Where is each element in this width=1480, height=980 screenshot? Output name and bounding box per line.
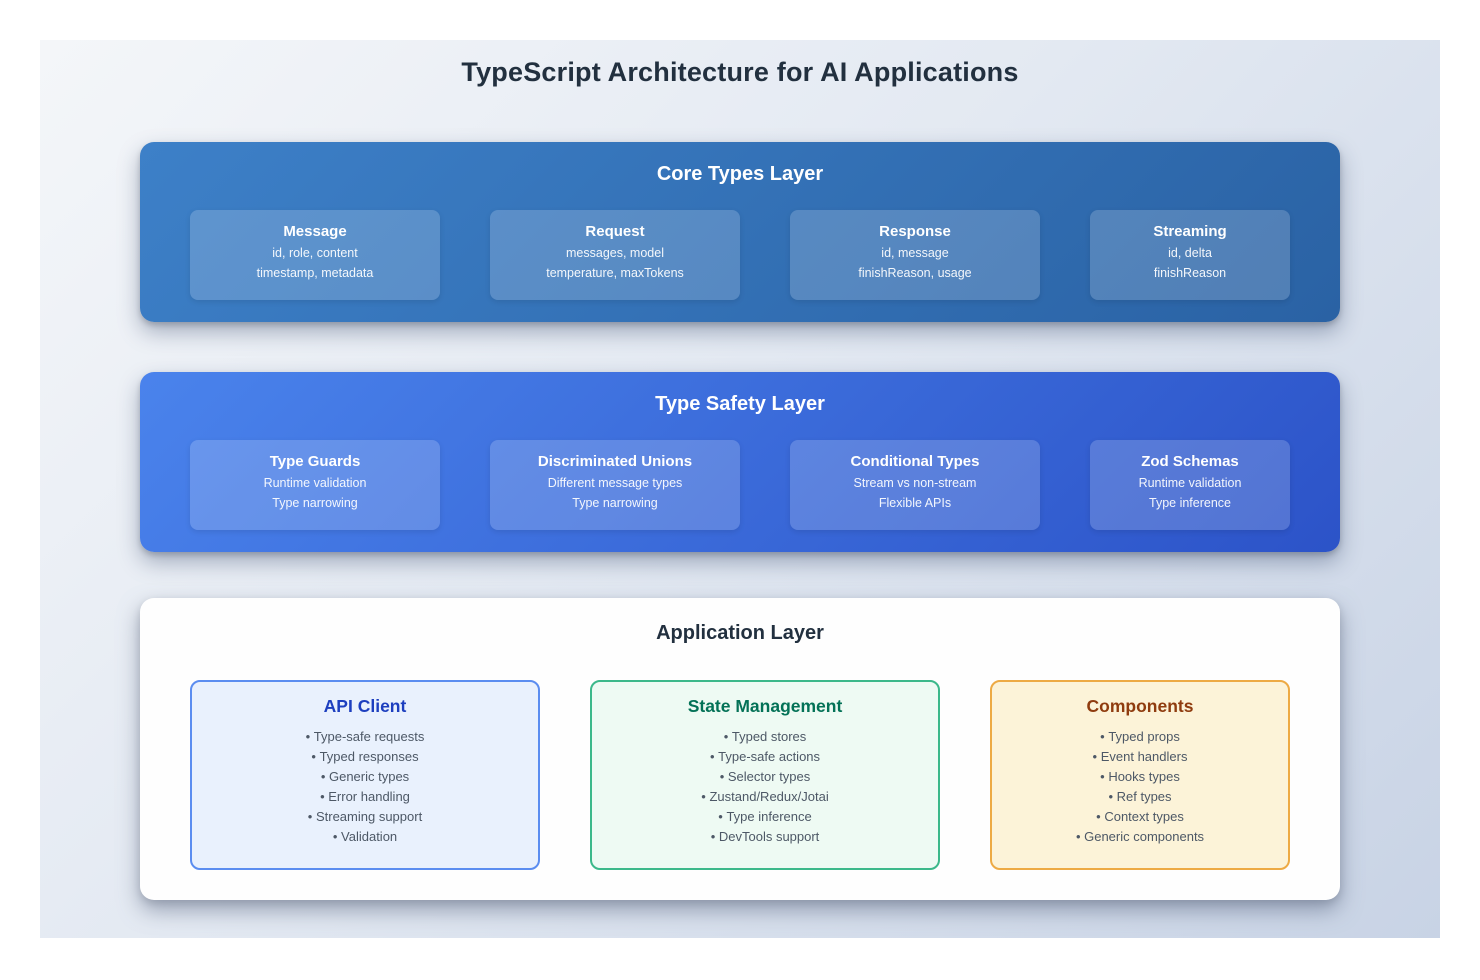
layer-boxes-row: Message id, role, content timestamp, meta… [140,210,1340,300]
type-box-detail: Runtime validation [1138,476,1242,490]
application-card-items: Type-safe requestsTyped responsesGeneric… [192,727,538,847]
card-feature-item: Hooks types [992,767,1288,787]
card-feature-item: Type-safe actions [592,747,938,767]
card-feature-item: Event handlers [992,747,1288,767]
type-box-detail: temperature, maxTokens [546,266,684,280]
type-box-title: Response [879,223,951,240]
type-box-title: Discriminated Unions [537,453,693,470]
application-layer: Application Layer API Client Type-safe r… [140,598,1340,900]
type-box-title: Streaming [1153,223,1227,240]
type-box-detail: finishReason, usage [858,266,972,280]
application-cards-row: API Client Type-safe requestsTyped respo… [140,680,1340,870]
card-feature-item: Streaming support [192,807,538,827]
card-feature-item: Typed responses [192,747,538,767]
type-box-detail: id, role, content [272,246,358,260]
card-feature-item: Ref types [992,787,1288,807]
card-feature-item: Zustand/Redux/Jotai [592,787,938,807]
application-card-items: Typed storesType-safe actionsSelector ty… [592,727,938,847]
card-feature-item: Validation [192,827,538,847]
application-card-api-client: API Client Type-safe requestsTyped respo… [190,680,540,870]
type-box-title: Request [585,223,645,240]
type-box-response: Response id, message finishReason, usage [790,210,1040,300]
type-box-title: Zod Schemas [1141,453,1239,470]
type-box-title: Message [283,223,347,240]
type-box-detail: Flexible APIs [878,496,952,510]
type-box-title: Conditional Types [850,453,980,470]
type-box-discriminated-unions: Discriminated Unions Different message t… [490,440,740,530]
card-feature-item: Context types [992,807,1288,827]
type-box-detail: Runtime validation [263,476,367,490]
card-feature-item: Typed props [992,727,1288,747]
diagram-canvas: TypeScript Architecture for AI Applicati… [40,40,1440,938]
type-safety-layer: Type Safety Layer Type Guards Runtime va… [140,372,1340,552]
card-feature-item: Type inference [592,807,938,827]
card-feature-item: Error handling [192,787,538,807]
card-feature-item: Generic types [192,767,538,787]
core-types-layer: Core Types Layer Message id, role, conte… [140,142,1340,322]
type-box-detail: Stream vs non-stream [853,476,977,490]
type-box-detail: Type narrowing [272,496,358,510]
type-box-message: Message id, role, content timestamp, meta… [190,210,440,300]
type-box-detail: messages, model [566,246,664,260]
application-layer-title: Application Layer [656,622,824,644]
type-box-detail: Type narrowing [572,496,658,510]
application-card-state-management: State Management Typed storesType-safe a… [590,680,940,870]
card-feature-item: DevTools support [592,827,938,847]
card-feature-item: Typed stores [592,727,938,747]
type-box-title: Type Guards [269,453,361,470]
type-box-detail: timestamp, metadata [256,266,374,280]
application-card-items: Typed propsEvent handlersHooks typesRef … [992,727,1288,847]
type-box-detail: Different message types [547,476,683,490]
application-card-components: Components Typed propsEvent handlersHook… [990,680,1290,870]
card-feature-item: Generic components [992,827,1288,847]
type-box-detail: Type inference [1149,496,1231,510]
card-feature-item: Type-safe requests [192,727,538,747]
type-box-detail: id, message [881,246,949,260]
application-card-title: State Management [687,696,843,716]
type-box-detail: id, delta [1168,246,1212,260]
application-card-title: API Client [323,696,407,716]
application-card-title: Components [1086,696,1194,716]
type-box-request: Request messages, model temperature, maxT… [490,210,740,300]
type-box-streaming: Streaming id, delta finishReason [1090,210,1290,300]
layer-title: Core Types Layer [656,163,824,185]
card-feature-item: Selector types [592,767,938,787]
type-box-detail: finishReason [1153,266,1227,280]
page-title: TypeScript Architecture for AI Applicati… [461,57,1019,87]
layer-title: Type Safety Layer [655,393,825,415]
